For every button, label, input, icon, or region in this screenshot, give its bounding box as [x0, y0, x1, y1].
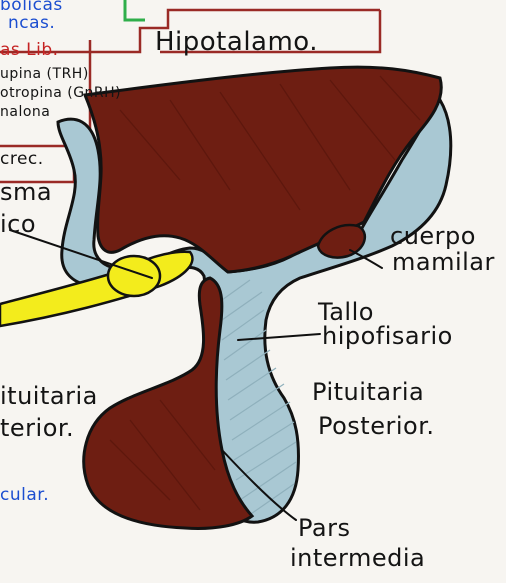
label-intermedia: intermedia — [290, 544, 425, 572]
label-posterior: Posterior. — [318, 412, 435, 440]
label-mamilar: mamilar — [392, 248, 495, 276]
note-cular: cular. — [0, 485, 49, 505]
label-cuerpo: cuerpo — [390, 222, 476, 250]
label-hipofisario: hipofisario — [322, 322, 453, 350]
note-list-3: nalona — [0, 104, 50, 120]
optic-chiasm-oval — [108, 256, 160, 296]
note-sma: sma — [0, 178, 52, 206]
note-ico: ico — [0, 210, 36, 238]
label-pituitaria-ant: ituitaria — [0, 382, 98, 410]
note-crec: crec. — [0, 149, 44, 169]
label-anterior: terior. — [0, 414, 74, 442]
note-list-1: upina (TRH) — [0, 66, 89, 82]
note-list-2: otropina (GnRH) — [0, 85, 121, 101]
label-pituitaria-post: Pituitaria — [312, 378, 424, 406]
label-pars: Pars — [298, 514, 350, 542]
note-top-2: ncas. — [8, 13, 55, 33]
title-hipotalamo: Hipotalamo. — [155, 27, 318, 57]
note-red: as Lib. — [0, 40, 59, 60]
